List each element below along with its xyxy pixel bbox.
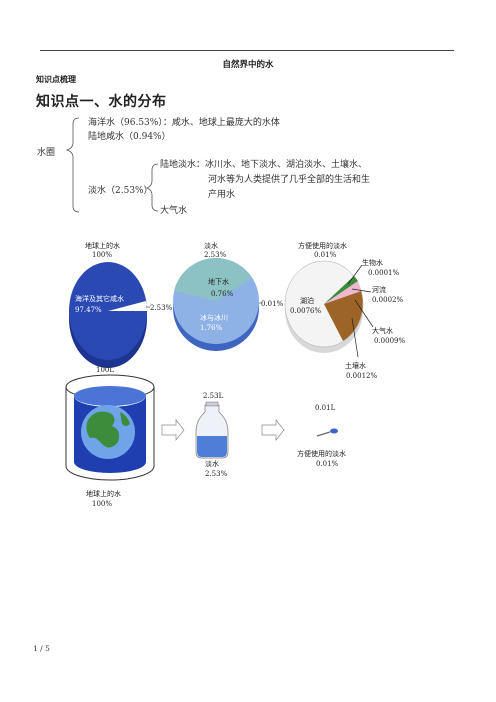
section-heading: 知识点一、水的分布 [36, 94, 167, 110]
pie3-soil-leader [351, 317, 359, 358]
pie-earth-water [69, 262, 150, 368]
tree-land-fresh-3: 产用水 [208, 190, 236, 200]
pie3-soil-label: 土壤水 [345, 362, 366, 370]
pie2-groundwater-value: 0.76% [211, 290, 234, 298]
pie3-bio-value: 0.0001% [368, 269, 400, 277]
pie3-air-value: 0.0009% [374, 337, 406, 345]
jug-volume: 2.53L [203, 392, 224, 400]
spoon-caption-1: 方便使用的淡水 [297, 450, 346, 458]
pie3-air-label: 大气水 [372, 327, 393, 335]
tree-land-fresh-2: 河水等为人类提供了几乎全部的生活和生 [208, 175, 371, 185]
pie2-side-value: 0.01% [261, 300, 284, 308]
arrow-right-icon [261, 419, 285, 441]
pie3-title-value: 0.01% [314, 251, 337, 259]
pie2-ice-value: 1.76% [200, 324, 223, 332]
pie3-river-slice [324, 281, 361, 304]
pie3-title: 方便使用的淡水 [298, 242, 347, 250]
tank-caption-2: 100% [92, 500, 113, 508]
pie2-groundwater-slice [174, 258, 252, 301]
pie3-river-value: 0.0002% [372, 296, 404, 304]
pie3-lake-label: 湖泊 [300, 297, 314, 305]
pie3-bio-label: 生物水 [362, 259, 383, 267]
section-label: 知识点梳理 [36, 74, 76, 84]
fresh-brace [145, 163, 159, 212]
pie3-bio-leader [347, 264, 363, 285]
water-jug-icon [195, 401, 229, 459]
jug-caption-1: 淡水 [205, 460, 219, 468]
pie1-title-value: 100% [92, 251, 113, 259]
tree-fresh: 淡水（2.53%） [88, 186, 153, 196]
arrow-right-icon [161, 419, 185, 441]
tree-atmosphere: 大气水 [160, 206, 188, 216]
pie3-river-leader [351, 288, 372, 293]
pie2-title: 淡水 [204, 242, 218, 250]
tree-land-salt: 陆地咸水（0.94%） [88, 132, 171, 142]
spoon-icon [316, 428, 338, 437]
document-title: 自然界中的水 [222, 60, 274, 70]
pie2-title-value: 2.53% [204, 251, 227, 259]
pie-fresh-water [173, 258, 262, 351]
tank-outline [65, 387, 155, 481]
pie-usable-water [284, 260, 374, 358]
tank-water-surface [74, 386, 146, 406]
pie3-lake-value: 0.0076% [290, 307, 322, 315]
pie1-fresh-slice [108, 301, 147, 311]
pie2-ice-label: 冰与冰川 [200, 314, 228, 322]
globe-continent [86, 411, 120, 448]
tree-land-fresh-1: 陆地淡水：冰川水、地下淡水、湖泊淡水、土壤水、 [160, 160, 368, 170]
water-tank [65, 374, 155, 481]
pie3-soil-value: 0.0012% [346, 372, 378, 380]
pie1-main-label: 海洋及其它咸水 [75, 295, 124, 303]
pie3-air-leader [354, 299, 374, 328]
jug-caption-2: 2.53% [205, 470, 228, 478]
pie1-main-value: 97.47% [75, 306, 102, 314]
pie3-soil-slice [324, 291, 363, 341]
tree-ocean: 海洋水（96.53%）：咸水、地球上最庞大的水体 [88, 118, 280, 128]
tree-root: 水圈 [37, 148, 56, 158]
pie1-title: 地球上的水 [85, 242, 120, 250]
pie3-bio-slice [324, 276, 358, 304]
spoon-caption-2: 0.01% [316, 460, 339, 468]
main-brace [65, 117, 80, 213]
tank-caption-1: 地球上的水 [86, 490, 121, 498]
spoon-volume: 0.01L [315, 404, 336, 412]
page-number: 1 / 5 [33, 644, 50, 653]
pie2-groundwater-label: 地下水 [208, 278, 229, 286]
pie1-side-value: 2.53% [150, 304, 173, 312]
pie3-river-label: 河流 [372, 286, 386, 294]
tank-volume: 100L [96, 366, 115, 374]
header-rule [40, 50, 454, 51]
